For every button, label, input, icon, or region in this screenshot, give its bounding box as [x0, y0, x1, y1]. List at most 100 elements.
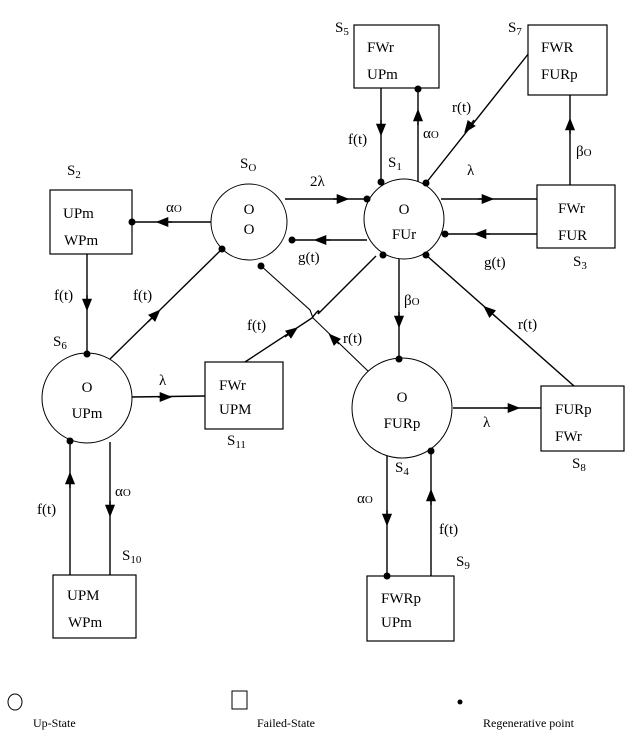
s6-id: S6 — [53, 334, 67, 352]
label-s1-s5: αO — [423, 126, 439, 142]
label-s4-s0: r(t) — [343, 331, 362, 347]
s7-line2: FURp — [541, 67, 578, 83]
state-s2 — [49, 189, 133, 255]
label-s5-s1: f(t) — [348, 132, 367, 148]
regen-point — [395, 355, 403, 363]
s1-id: S1 — [388, 155, 402, 173]
regen-point — [363, 195, 371, 203]
s5-line1: FWr — [367, 40, 394, 56]
legend-failed-state-icon — [231, 690, 248, 710]
label-s0-s1: 2λ — [310, 174, 326, 190]
regen-point — [383, 572, 391, 580]
state-s0 — [210, 183, 288, 261]
label-s9-s4: f(t) — [439, 522, 458, 538]
label-s4-s8: λ — [483, 415, 491, 431]
s4-line1: O — [397, 390, 408, 406]
regen-point — [128, 218, 136, 226]
state-s5 — [353, 24, 440, 89]
label-s3-s1: g(t) — [484, 255, 506, 271]
s8-id: S8 — [572, 456, 586, 474]
s1-line2: FUr — [392, 227, 416, 243]
label-s3-s7: βO — [576, 144, 592, 160]
regen-point — [422, 179, 430, 187]
state-s10 — [52, 574, 137, 639]
regen-point — [257, 262, 265, 270]
s0-line2: O — [244, 222, 255, 238]
legend-regen-point-label: Regenerative point — [483, 716, 575, 730]
s6-line1: O — [82, 380, 93, 396]
legend-up-state-label: Up-State — [33, 716, 76, 730]
state-s4 — [351, 357, 453, 459]
label-s4-s9: αO — [357, 491, 373, 507]
s11-id: S11 — [227, 433, 246, 451]
regen-point — [218, 245, 226, 253]
label-s0-s2: αO — [166, 200, 182, 216]
state-s8 — [540, 385, 625, 452]
regen-point — [427, 447, 435, 455]
regen-point — [422, 251, 430, 259]
s11-line2: UPM — [219, 402, 252, 418]
s2-line1: UPm — [63, 206, 94, 222]
edge-s7-s1 — [425, 52, 530, 184]
regen-point — [66, 437, 74, 445]
edge-s6-s11 — [130, 395, 206, 398]
label-s6-s10: αO — [115, 484, 131, 500]
legend: Up-State Failed-State Regenerative point — [7, 690, 575, 730]
legend-regen-point-icon — [457, 699, 463, 705]
label-s7-s1: r(t) — [452, 100, 471, 116]
s5-line2: UPm — [367, 67, 398, 83]
label-s1-s4: βO — [404, 293, 420, 309]
s9-id: S9 — [456, 554, 470, 572]
state-s11 — [204, 361, 284, 430]
legend-failed-state-label: Failed-State — [257, 716, 315, 730]
regen-point — [379, 251, 387, 259]
s10-line1: UPM — [67, 588, 100, 604]
regen-point — [414, 85, 422, 93]
s1-line1: O — [399, 202, 410, 218]
s3-id: S3 — [573, 254, 587, 272]
label-s1-s0: g(t) — [298, 250, 320, 266]
s8-line1: FURp — [555, 402, 592, 418]
s6-line2: UPm — [72, 406, 103, 422]
state-s3 — [536, 184, 616, 249]
regen-point — [83, 350, 91, 358]
label-s11-s1: f(t) — [247, 318, 266, 334]
s11-line1: FWr — [219, 378, 246, 394]
s0-line1: O — [244, 202, 255, 218]
label-s1-s3: λ — [467, 163, 475, 179]
s4-id: S4 — [395, 460, 409, 478]
s7-id: S7 — [508, 20, 522, 38]
s9-line1: FWRp — [381, 591, 421, 607]
legend-up-state-icon — [7, 693, 23, 711]
s0-id: SO — [240, 156, 256, 174]
label-s8-s1: r(t) — [518, 317, 537, 333]
regen-point — [288, 236, 296, 244]
label-s6-s0: f(t) — [133, 288, 152, 304]
edge-s11-s1 — [244, 255, 377, 363]
edge-s8-s1 — [425, 254, 575, 387]
state-s6 — [41, 352, 133, 444]
edge-s4-s0 — [259, 264, 371, 374]
regen-point — [441, 230, 449, 238]
regen-point — [377, 178, 385, 186]
s10-line2: WPm — [68, 615, 103, 631]
s8-line2: FWr — [555, 429, 582, 445]
s7-line1: FWR — [541, 40, 574, 56]
edge-s6-s0 — [109, 248, 223, 360]
s3-line1: FWr — [558, 201, 585, 217]
s2-line2: WPm — [64, 233, 99, 249]
state-s1 — [363, 178, 445, 260]
label-s10-s6: f(t) — [37, 502, 56, 518]
state-s9 — [366, 575, 455, 642]
state-s7 — [527, 24, 608, 96]
label-s6-s11: λ — [159, 373, 167, 389]
s10-id: S10 — [122, 548, 142, 566]
s5-id: S5 — [335, 20, 349, 38]
regenerative-points — [66, 85, 449, 580]
s4-line2: FURp — [384, 416, 421, 432]
s3-line2: FUR — [558, 228, 587, 244]
s2-id: S2 — [67, 163, 81, 181]
label-s2-s6: f(t) — [54, 288, 73, 304]
s9-line2: UPm — [381, 615, 412, 631]
